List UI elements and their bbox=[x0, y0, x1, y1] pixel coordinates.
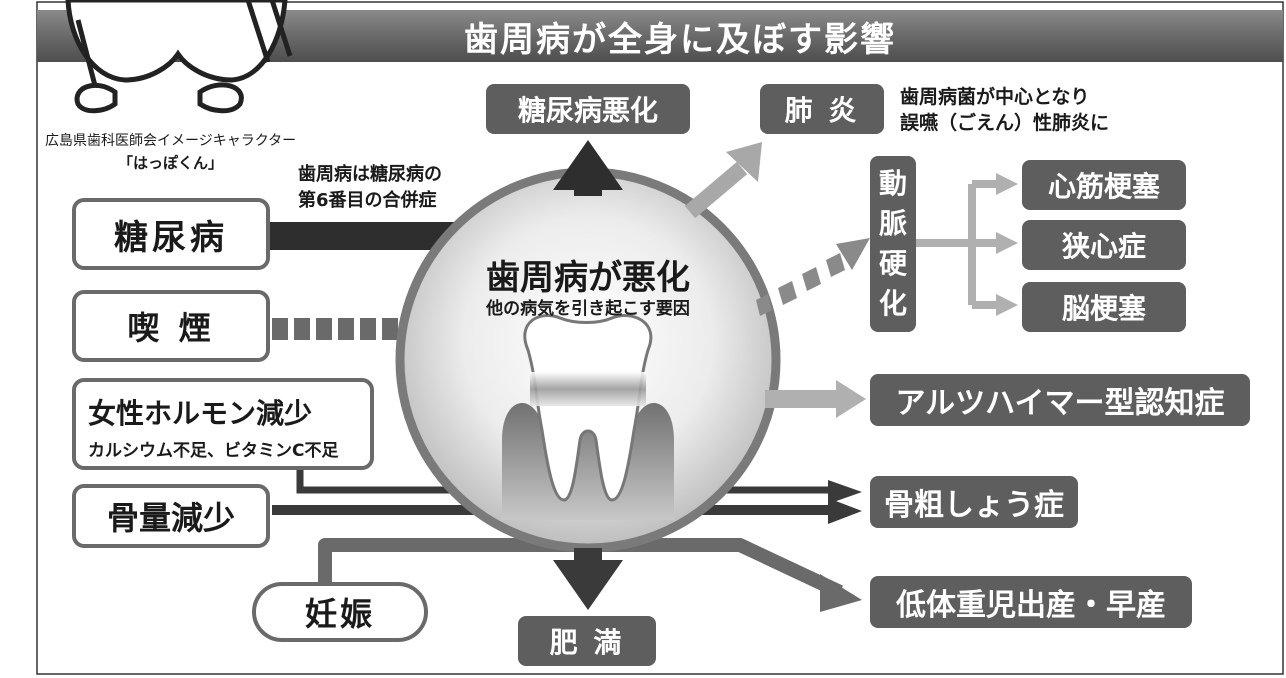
cause-hormone-box: 女性ホルモン減少 カルシウム不足、ビタミンC不足 bbox=[72, 378, 374, 470]
arteriosclerosis-char-3: 硬 bbox=[878, 247, 907, 280]
effect-low-birth-weight: 低体重児出産・早産 bbox=[870, 576, 1192, 628]
arteriosclerosis-char-4: 化 bbox=[878, 287, 907, 320]
pneumonia-note-line2: 誤嚥（ごえん）性肺炎に bbox=[900, 112, 1110, 134]
effect-myocardial-infarction: 心筋梗塞 bbox=[1022, 160, 1186, 210]
arrow-smoking bbox=[272, 318, 398, 340]
effect-obesity: 肥 満 bbox=[518, 616, 656, 666]
cause-hormone-sub: カルシウム不足、ビタミンC不足 bbox=[88, 441, 339, 461]
arrow-up-diabetes-worsening bbox=[553, 140, 623, 196]
tooth-illustration bbox=[502, 314, 674, 520]
center-title: 歯周病が悪化 bbox=[486, 258, 690, 298]
pneumonia-note-line1: 歯周病菌が中心となり bbox=[900, 86, 1090, 108]
effect-pneumonia: 肺 炎 bbox=[760, 84, 884, 134]
arteriosclerosis-char-2: 脈 bbox=[878, 207, 907, 240]
effect-angina: 狭心症 bbox=[1022, 220, 1186, 270]
effect-osteoporosis: 骨粗しょう症 bbox=[870, 476, 1078, 528]
arteriosclerosis-char-1: 動 bbox=[878, 167, 907, 200]
arrow-pneumonia bbox=[684, 142, 762, 219]
cause-hormone: 女性ホルモン減少 bbox=[88, 397, 313, 430]
diabetes-note-line1: 歯周病は糖尿病の bbox=[298, 164, 442, 185]
page-title: 歯周病が全身に及ぼす影響 bbox=[464, 20, 896, 60]
cause-bone-loss: 骨量減少 bbox=[72, 484, 270, 548]
cause-diabetes: 糖尿病 bbox=[72, 198, 270, 270]
cause-smoking: 喫 煙 bbox=[72, 290, 270, 362]
diabetes-note-line2: 第6番目の合併症 bbox=[298, 190, 437, 211]
arrow-pregnancy bbox=[318, 538, 843, 599]
effect-alzheimer: アルツハイマー型認知症 bbox=[870, 374, 1250, 426]
mascot-name: 「はっぽくん」 bbox=[118, 154, 224, 172]
frame bbox=[36, 1, 1284, 675]
effect-cerebral-infarction: 脳梗塞 bbox=[1022, 282, 1186, 332]
mascot-happo-kun bbox=[65, 0, 293, 114]
arrow-alzheimer bbox=[765, 380, 866, 418]
arrow-arteriosclerosis bbox=[756, 238, 870, 316]
effect-diabetes-worsening: 糖尿病悪化 bbox=[486, 84, 690, 134]
cause-pregnancy: 妊娠 bbox=[252, 582, 428, 642]
arrow-down-obesity bbox=[553, 548, 623, 610]
branch-arrows bbox=[915, 180, 1000, 309]
effect-arteriosclerosis: 動 脈 硬 化 bbox=[870, 156, 916, 332]
center-subtitle: 他の病気を引き起こす要因 bbox=[486, 299, 690, 319]
mascot-caption: 広島県歯科医師会イメージキャラクター bbox=[45, 133, 297, 149]
